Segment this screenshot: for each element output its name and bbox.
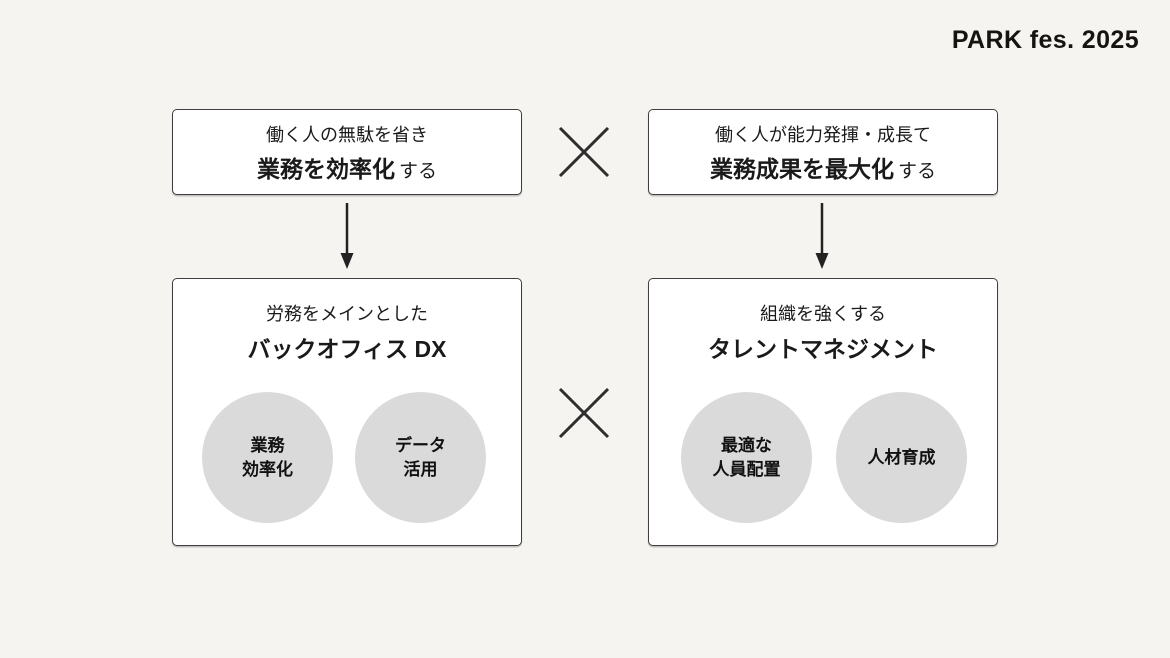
top-right-box: 働く人が能力発揮・成長て 業務成果を最大化する xyxy=(648,109,998,195)
bottom-right-title: タレントマネジメント xyxy=(708,336,938,362)
circle-saiteki-jinin-haichi: 最適な 人員配置 xyxy=(681,392,812,523)
circle-label-line: 人員配置 xyxy=(712,459,781,479)
circle-gyomu-koritsuka: 業務 効率化 xyxy=(202,392,333,523)
down-arrow-left-icon xyxy=(340,203,354,269)
circle-label-line: 最適な xyxy=(721,435,772,455)
top-left-line1: 働く人の無駄を省き xyxy=(266,124,428,145)
circle-label-line: データ xyxy=(395,435,446,455)
top-right-emphasis: 業務成果を最大化 xyxy=(709,155,894,182)
circle-label-line: 業務 xyxy=(250,435,285,455)
top-left-line2: 業務を効率化する xyxy=(257,150,437,184)
top-right-suffix: する xyxy=(897,160,936,182)
multiply-icon-top xyxy=(558,126,610,178)
top-left-emphasis: 業務を効率化 xyxy=(256,155,395,182)
slide-logo: PARK fes. 2025 xyxy=(951,26,1139,54)
circle-jinzai-ikusei: 人材育成 xyxy=(836,392,967,523)
top-left-suffix: する xyxy=(398,160,437,182)
top-left-box: 働く人の無駄を省き 業務を効率化する xyxy=(172,109,522,195)
circle-label-line: 活用 xyxy=(403,459,438,479)
circle-label-line: 効率化 xyxy=(242,459,293,479)
top-right-line1: 働く人が能力発揮・成長て xyxy=(715,124,931,145)
bottom-left-box: 労務をメインとした バックオフィス DX 業務 効率化 データ 活用 xyxy=(172,278,522,546)
bottom-left-title: バックオフィス DX xyxy=(247,336,447,362)
bottom-right-subtitle: 組織を強くする xyxy=(760,304,886,324)
circle-label-line: 人材育成 xyxy=(867,447,936,467)
down-arrow-right-icon xyxy=(815,203,829,269)
bottom-left-subtitle: 労務をメインとした xyxy=(266,304,428,324)
top-right-line2: 業務成果を最大化する xyxy=(710,150,936,184)
multiply-icon-bottom xyxy=(558,387,610,439)
bottom-right-box: 組織を強くする タレントマネジメント 最適な 人員配置 人材育成 xyxy=(648,278,998,546)
circle-data-katsuyo: データ 活用 xyxy=(355,392,486,523)
